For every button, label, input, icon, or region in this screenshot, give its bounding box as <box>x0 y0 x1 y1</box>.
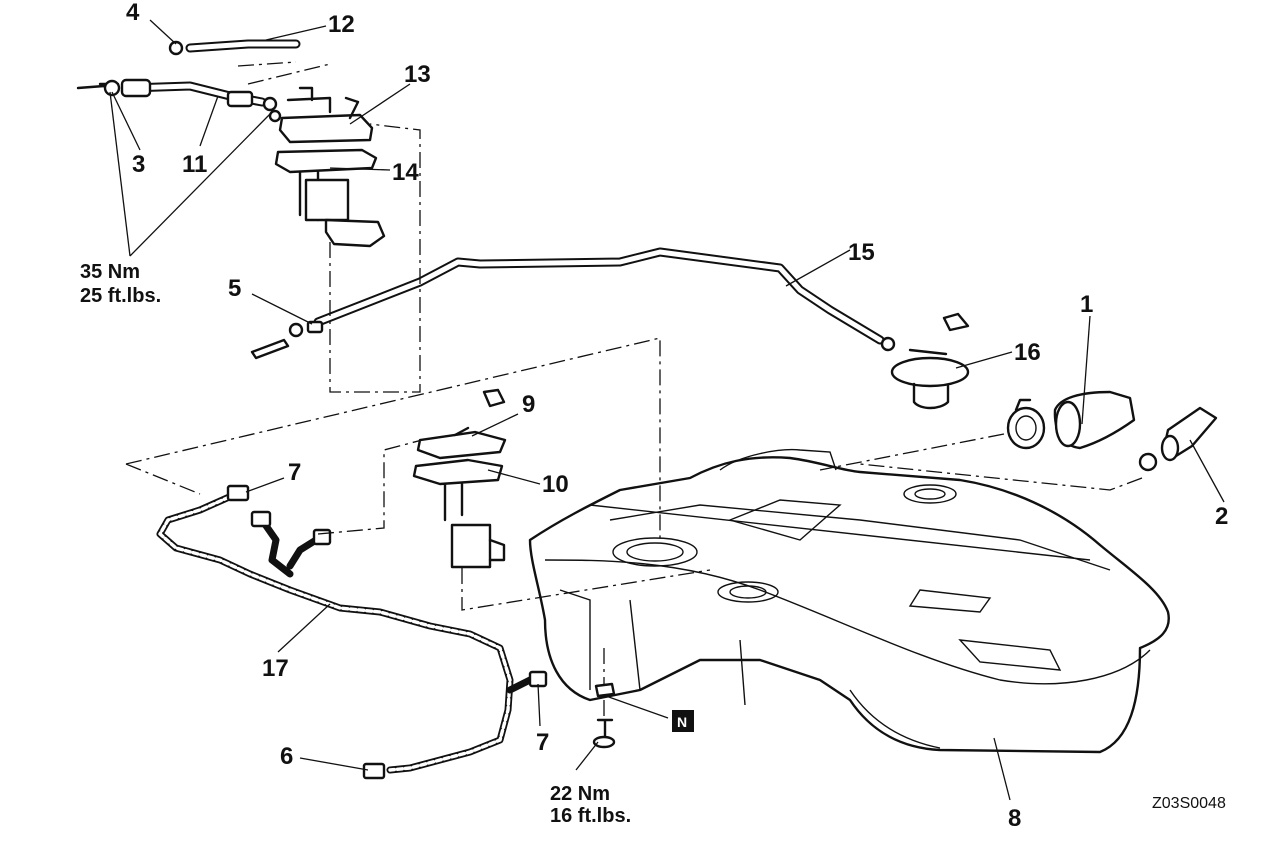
callout-6: 6 <box>280 743 293 770</box>
torque-upper-metric: 35 Nm <box>80 261 140 283</box>
filler-components <box>890 312 1218 472</box>
callout-3: 3 <box>132 151 145 178</box>
fuel-lines <box>76 39 301 123</box>
callout-17: 17 <box>262 655 289 682</box>
callout-12: 12 <box>328 11 355 38</box>
callout-1: 1 <box>1080 291 1093 318</box>
wiring-harness <box>156 484 548 780</box>
alignment-lines <box>125 61 1143 720</box>
fuel-gauge-unit <box>412 426 507 569</box>
callout-11: 11 <box>182 151 207 178</box>
torque-lower-imperial: 16 ft.lbs. <box>550 805 631 827</box>
fuel-pump-assembly <box>274 86 386 248</box>
figure-code: Z03S0048 <box>1152 795 1226 812</box>
vent-tube <box>313 247 896 352</box>
callout-14: 14 <box>392 159 419 186</box>
callout-7-lower: 7 <box>536 729 549 756</box>
badge-letter: N <box>677 714 687 730</box>
callout-9: 9 <box>522 391 535 418</box>
callout-5: 5 <box>228 275 241 302</box>
torque-upper-imperial: 25 ft.lbs. <box>80 285 161 307</box>
callout-10: 10 <box>542 471 569 498</box>
fuel-tank <box>528 448 1170 754</box>
leader-lines <box>109 19 1225 801</box>
callout-7-upper: 7 <box>288 459 301 486</box>
callout-13: 13 <box>404 61 431 88</box>
torque-spec-upper: 35 Nm 25 ft.lbs. <box>80 261 161 307</box>
non-reusable-badge: N <box>672 710 694 732</box>
fasteners <box>250 320 616 749</box>
torque-spec-lower: 22 Nm 16 ft.lbs. <box>550 783 631 827</box>
callout-15: 15 <box>848 239 875 266</box>
callout-2: 2 <box>1215 503 1228 530</box>
callout-8: 8 <box>1008 805 1021 832</box>
callout-labels: 1 2 3 4 5 6 7 7 8 9 10 11 12 13 14 15 16… <box>126 0 1228 832</box>
callout-4: 4 <box>126 0 140 26</box>
torque-lower-metric: 22 Nm <box>550 783 610 805</box>
callout-16: 16 <box>1014 339 1041 366</box>
